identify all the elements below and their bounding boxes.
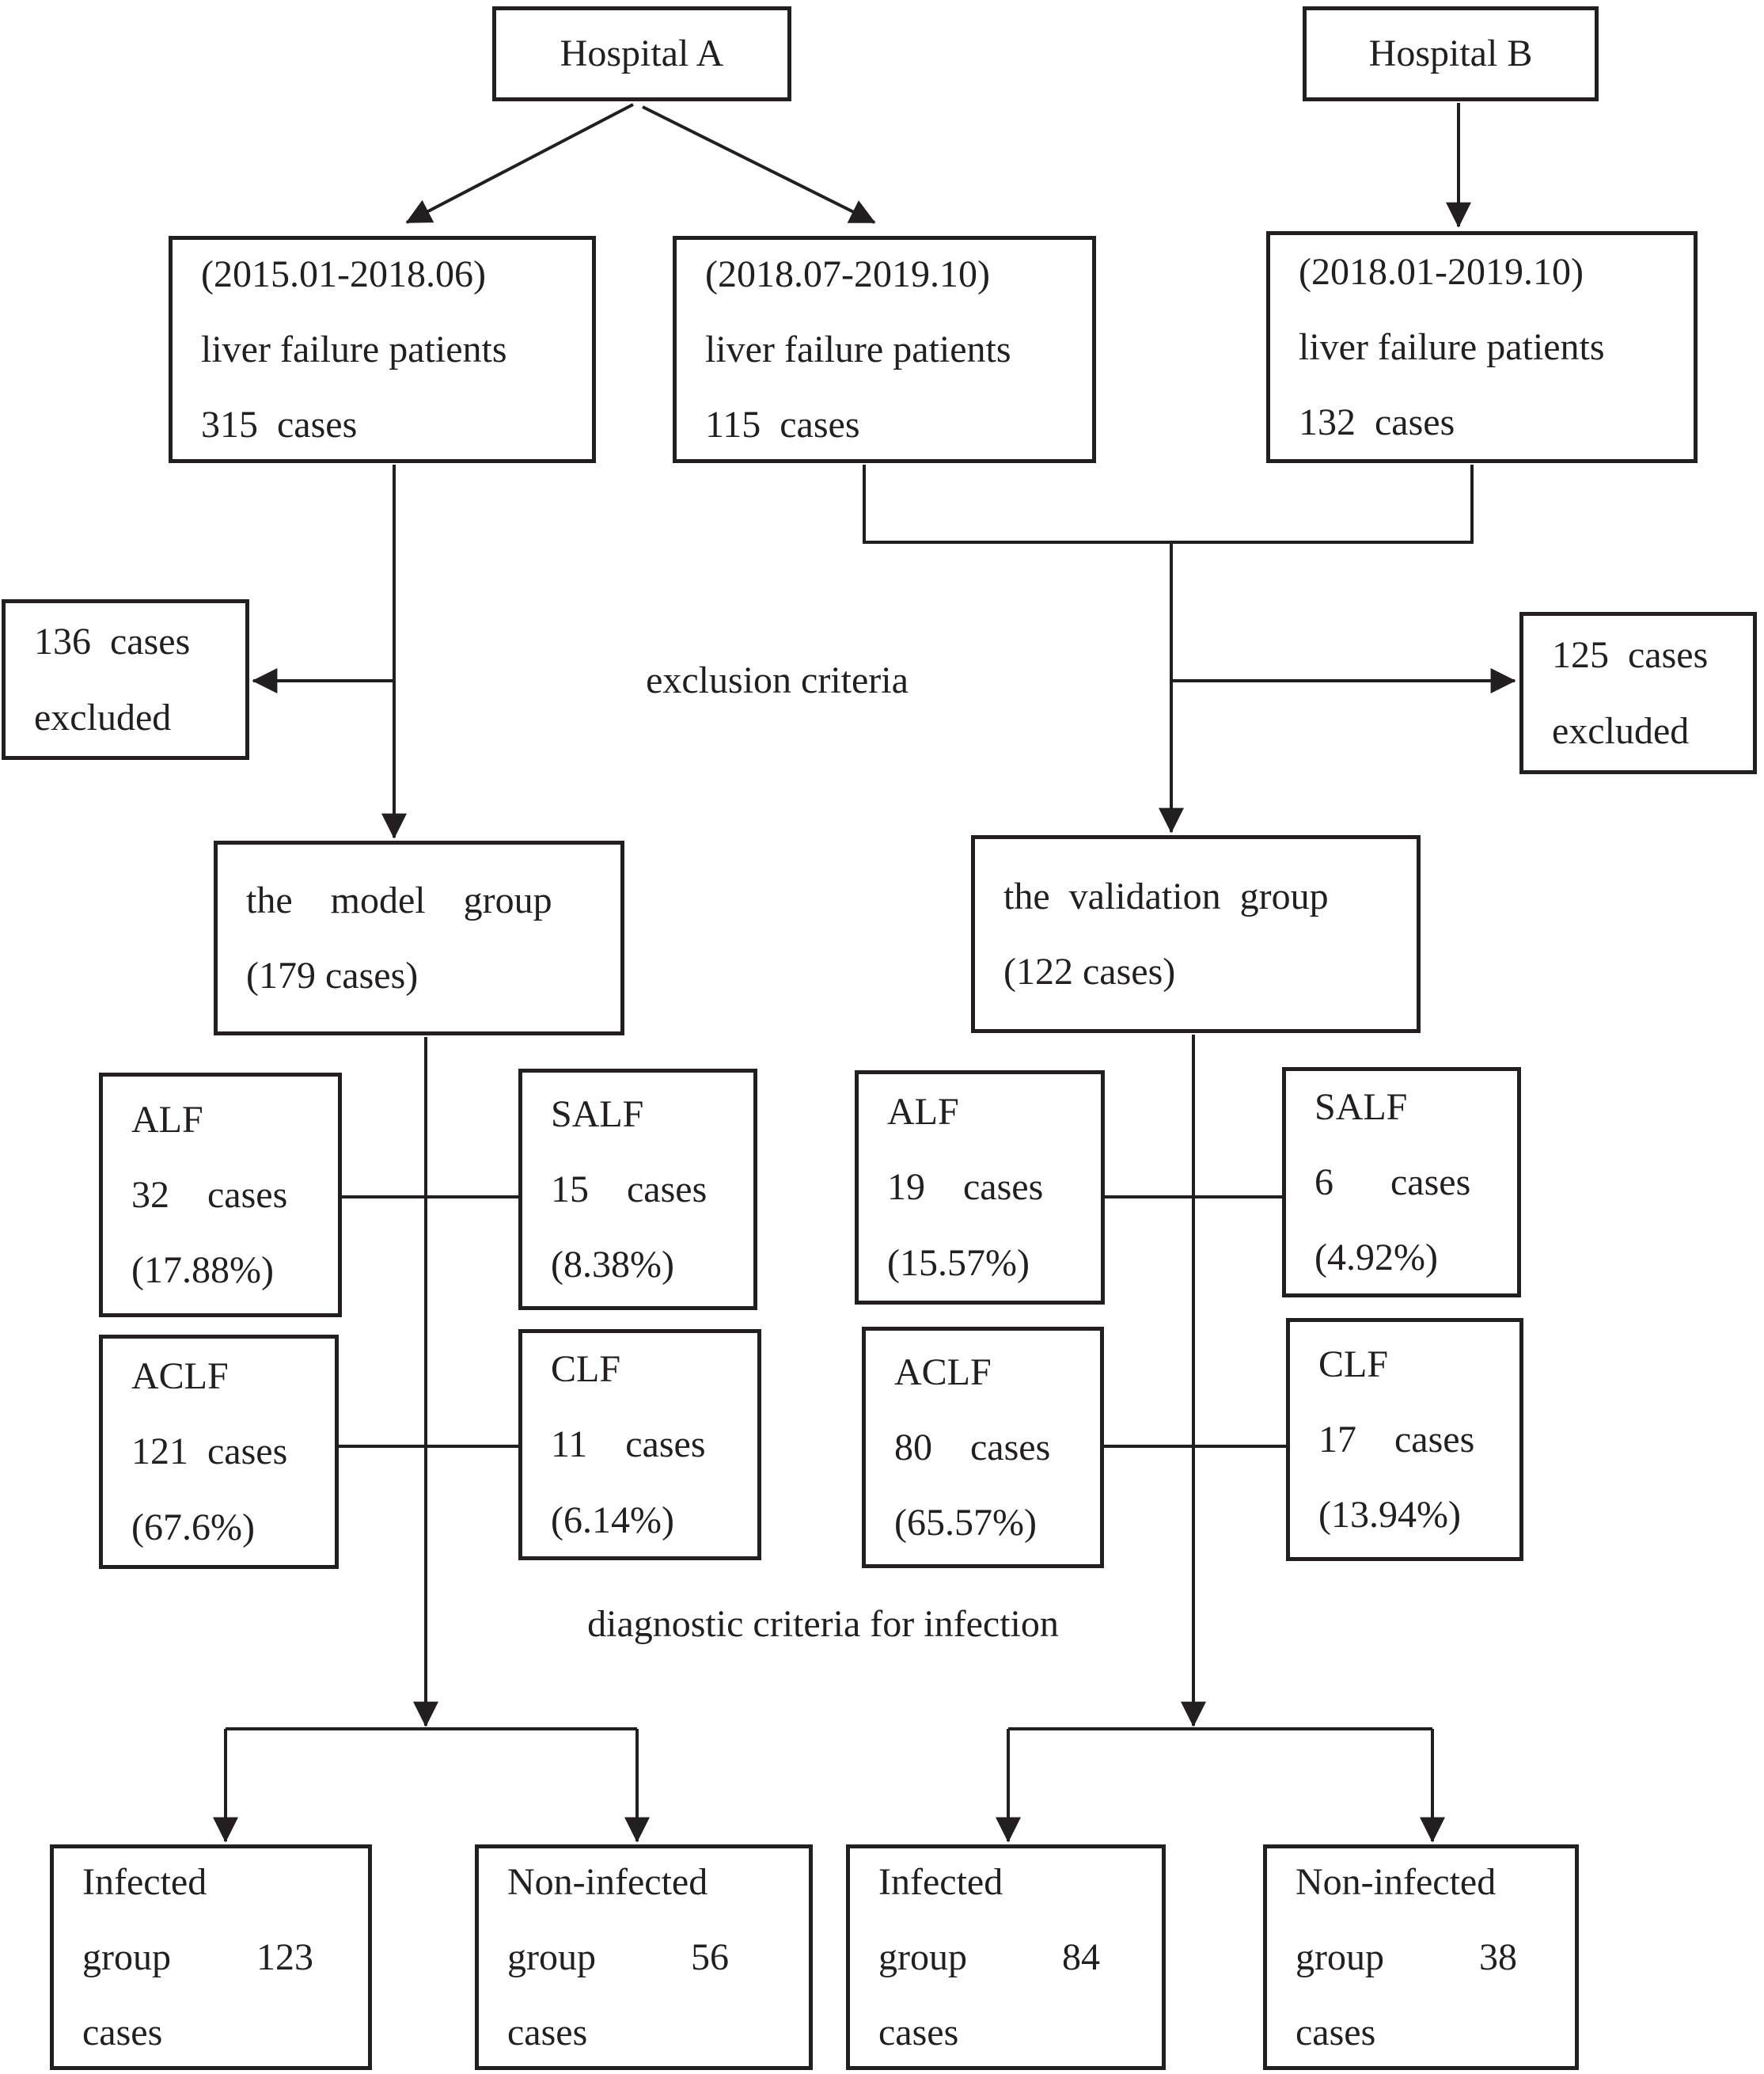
hospital-b-box: Hospital B xyxy=(1303,6,1599,101)
excluded-left-box: 136 cases excluded xyxy=(2,599,249,760)
validation-alf-box: ALF 19 cases (15.57%) xyxy=(855,1070,1105,1305)
arrow-hospital-a-to-cohort-late xyxy=(642,105,876,224)
exclusion-criteria-label: exclusion criteria xyxy=(646,659,909,701)
hospital-a-box: Hospital A xyxy=(492,6,791,101)
cohort-hospital-b-box: (2018.01-2019.10) liver failure patients… xyxy=(1266,231,1698,463)
model-trunk-line xyxy=(213,1037,650,1843)
validation-infected-group-box: Infected group 84 cases xyxy=(846,1844,1166,2070)
validation-group-box: the validation group (122 cases) xyxy=(971,835,1421,1033)
model-infected-group-box: Infected group 123 cases xyxy=(50,1844,372,2070)
model-aclf-box: ACLF 121 cases (67.6%) xyxy=(99,1335,339,1569)
cohort-hospital-a-2015-2018-box: (2015.01-2018.06) liver failure patients… xyxy=(169,236,596,463)
cohort-hospital-a-2018-2019-box: (2018.07-2019.10) liver failure patients… xyxy=(673,236,1096,463)
diagnostic-criteria-label: diagnostic criteria for infection xyxy=(587,1603,1059,1645)
validation-clf-box: CLF 17 cases (13.94%) xyxy=(1286,1318,1523,1561)
arrow-hospital-a-to-cohort-early xyxy=(405,103,634,224)
model-salf-box: SALF 15 cases (8.38%) xyxy=(518,1069,757,1310)
validation-noninfected-group-box: Non-infected group 38 cases xyxy=(1263,1844,1579,2070)
model-alf-box: ALF 32 cases (17.88%) xyxy=(99,1073,342,1317)
model-noninfected-group-box: Non-infected group 56 cases xyxy=(475,1844,813,2070)
validation-trunk-line xyxy=(996,1035,1445,1843)
validation-aclf-box: ACLF 80 cases (65.57%) xyxy=(862,1327,1104,1568)
validation-salf-box: SALF 6 cases (4.92%) xyxy=(1282,1067,1521,1297)
model-clf-box: CLF 11 cases (6.14%) xyxy=(518,1329,761,1560)
model-group-box: the model group (179 cases) xyxy=(214,841,624,1035)
merge-lines-validation xyxy=(863,465,1474,834)
excluded-right-box: 125 cases excluded xyxy=(1519,612,1757,774)
